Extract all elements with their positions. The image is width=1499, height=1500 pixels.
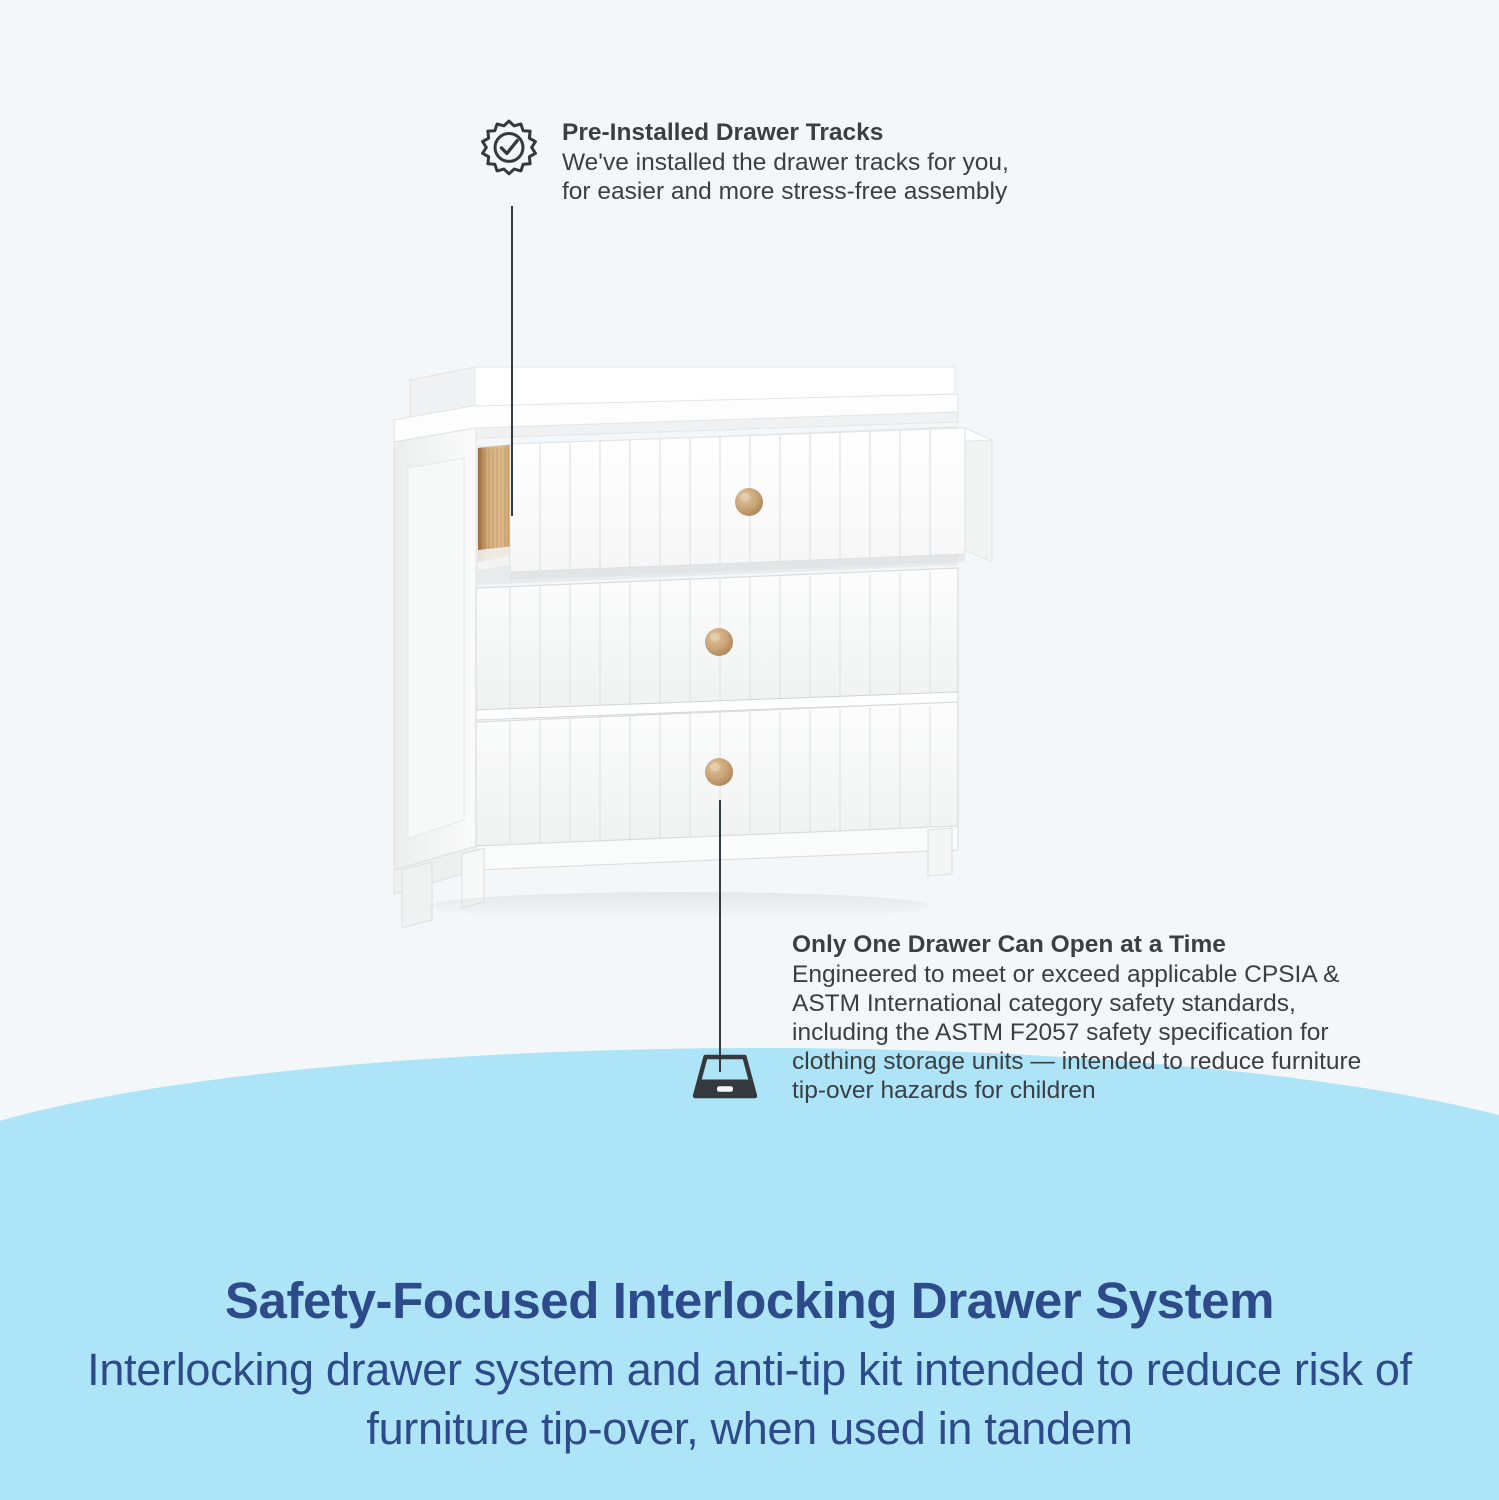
callout-title: Only One Drawer Can Open at a Time: [792, 931, 1226, 958]
callout-text-block: Only One Drawer Can Open at a Time Engin…: [792, 930, 1362, 1106]
footer-headline: Safety-Focused Interlocking Drawer Syste…: [224, 1272, 1275, 1329]
callout-text-block: Pre-Installed Drawer Tracks We've instal…: [562, 118, 1022, 207]
leader-line-top: [511, 206, 513, 516]
callout-one-drawer-at-a-time: Only One Drawer Can Open at a Time Engin…: [692, 930, 1362, 1106]
bottom-blue-band: [0, 1048, 1499, 1500]
gear-check-icon: [478, 118, 540, 180]
callout-body: We've installed the drawer tracks for yo…: [562, 149, 1009, 206]
product-image: [380, 350, 1000, 930]
footer-text-block: Safety-Focused Interlocking Drawer Syste…: [0, 1272, 1499, 1458]
footer-subheadline: Interlocking drawer system and anti-tip …: [87, 1344, 1412, 1454]
callout-body: Engineered to meet or exceed applicable …: [792, 961, 1362, 1105]
callout-title: Pre-Installed Drawer Tracks: [562, 119, 884, 146]
callout-pre-installed-drawer-tracks: Pre-Installed Drawer Tracks We've instal…: [478, 118, 1022, 207]
leader-line-bottom: [719, 800, 721, 1072]
drawer-icon: [692, 1040, 758, 1102]
